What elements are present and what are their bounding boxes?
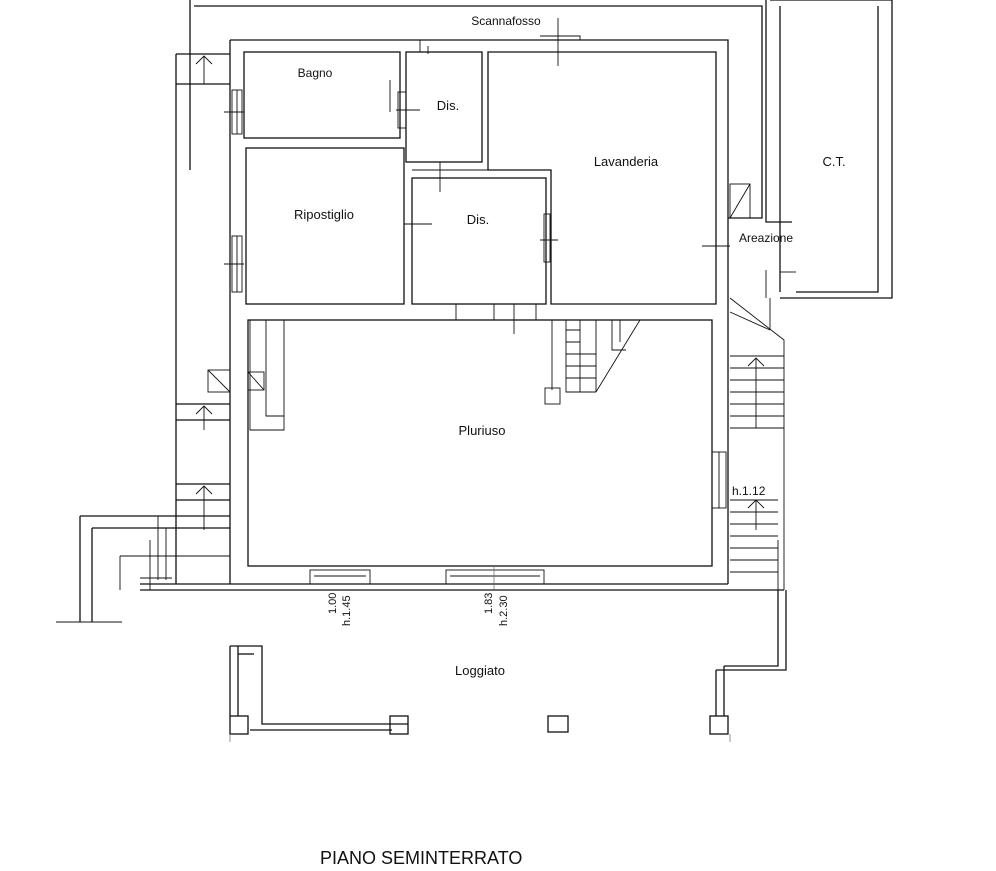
- door-markers: [389, 46, 730, 334]
- dim-window-right-height: h.2.30: [498, 595, 510, 626]
- label-ripostiglio: Ripostiglio: [294, 207, 354, 222]
- label-loggiato: Loggiato: [455, 663, 505, 678]
- drawing-title: PIANO SEMINTERRATO: [320, 848, 522, 868]
- window-right: [711, 451, 727, 509]
- windows-left: [224, 89, 551, 293]
- label-dis-mid: Dis.: [467, 212, 489, 227]
- dimension-labels: h.1.12 1.00 h.1.45 1.83 h.2.30: [327, 484, 766, 626]
- dim-window-left-width: 1.00: [327, 593, 339, 614]
- dim-window-left-height: h.1.45: [341, 595, 353, 626]
- front-windows: [309, 566, 545, 590]
- label-lavanderia: Lavanderia: [594, 154, 659, 169]
- label-ct: C.T.: [822, 154, 845, 169]
- light-well-arrows: [195, 55, 231, 530]
- ripostiglio-room: [245, 147, 405, 305]
- left-terrace: [56, 515, 230, 623]
- loggiato: [229, 590, 787, 742]
- interior-stair: [544, 319, 641, 405]
- label-pluriuso: Pluriuso: [459, 423, 506, 438]
- room-labels: Scannafosso Bagno Dis. Lavanderia C.T. R…: [294, 14, 846, 678]
- label-scannafosso: Scannafosso: [471, 14, 541, 28]
- scannafosso-perimeter: [189, 0, 893, 299]
- shaft: [247, 320, 285, 431]
- building-walls: [140, 39, 784, 591]
- label-dis-top: Dis.: [437, 98, 459, 113]
- dis-mid-room: [411, 177, 547, 305]
- label-areazione: Areazione: [739, 231, 793, 245]
- pluriuso-room: [247, 319, 713, 567]
- label-bagno: Bagno: [298, 66, 333, 80]
- dim-window-right-width: 1.83: [483, 593, 495, 614]
- bagno-room: [243, 51, 401, 139]
- room-outlines: [243, 51, 717, 567]
- right-stairs: [729, 183, 785, 590]
- dim-stair-height: h.1.12: [732, 484, 766, 498]
